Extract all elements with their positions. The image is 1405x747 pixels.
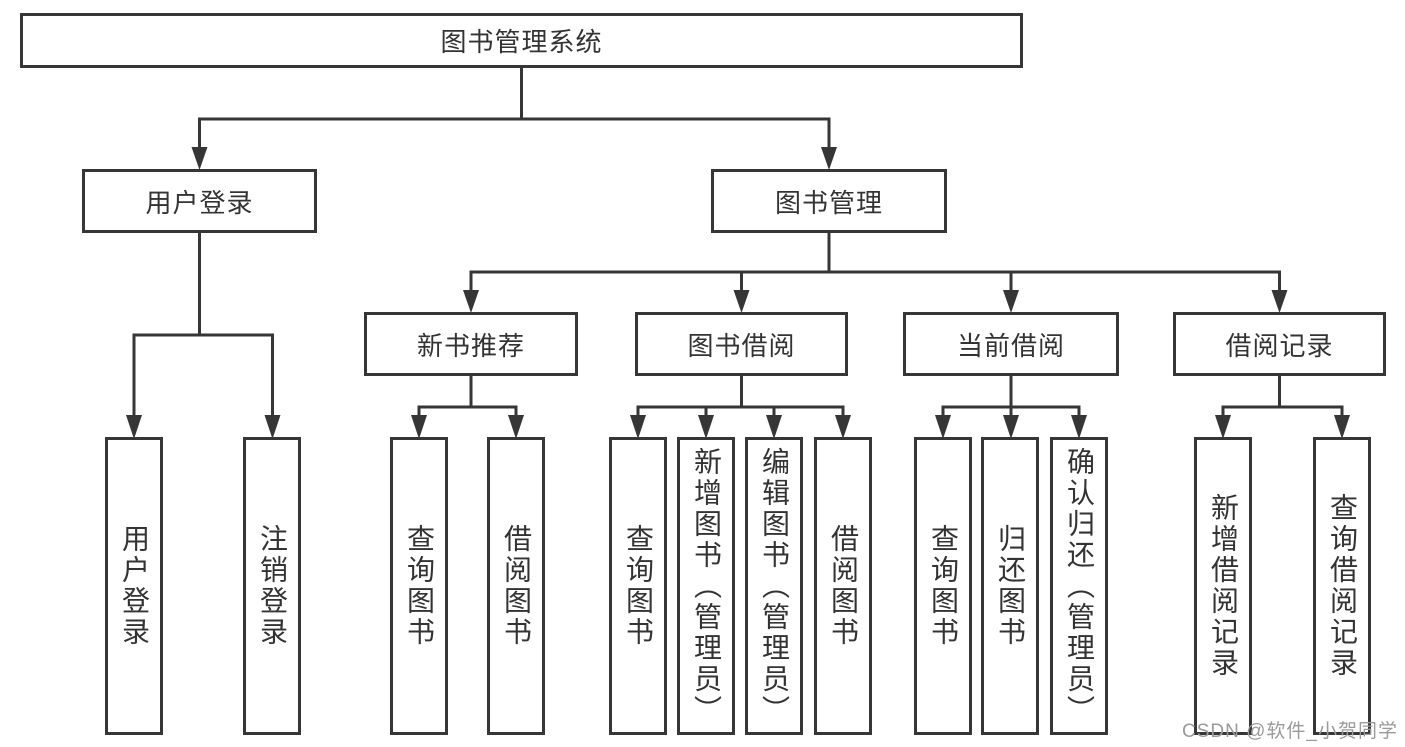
arrowhead-bookmgmt-node bbox=[821, 147, 837, 170]
leaf-user-login: 用户登录 bbox=[105, 437, 163, 735]
arrowhead-level2-records bbox=[1271, 290, 1288, 313]
arrowhead-leaf-borrow-newrec bbox=[508, 415, 524, 439]
leaf-query-borrow-record: 查询借阅记录 bbox=[1313, 437, 1371, 735]
arrowhead-leaf-query-current bbox=[935, 415, 951, 439]
arrowhead-leaf-confirm-return bbox=[1071, 415, 1087, 439]
arrowhead-leaf-return-book bbox=[1003, 415, 1019, 439]
node-current-borrowing: 当前借阅 bbox=[903, 312, 1119, 376]
leaf-add-book-admin: 新增图书（管理员） bbox=[677, 437, 735, 735]
connector-records-to-leaves bbox=[1221, 376, 1344, 418]
node-label: 图书管理系统 bbox=[440, 27, 603, 57]
node-label: 图书借阅 bbox=[687, 330, 796, 361]
connector-current-to-leaves bbox=[941, 376, 1081, 418]
leaf-borrow-book-borrowing: 借阅图书 bbox=[814, 437, 872, 735]
arrowhead-leaf-borrow-book bbox=[835, 415, 851, 439]
node-label: 借阅记录 bbox=[1225, 330, 1334, 361]
leaf-edit-book-admin: 编辑图书（管理员） bbox=[745, 437, 803, 735]
connector-userlogin-to-leaves bbox=[132, 233, 274, 418]
node-label: 新书推荐 bbox=[416, 330, 525, 361]
leaf-label: 查询图书 bbox=[623, 524, 654, 648]
leaf-label: 注销登录 bbox=[257, 524, 288, 648]
node-new-book-recommend: 新书推荐 bbox=[364, 312, 578, 376]
node-root-library-system: 图书管理系统 bbox=[20, 13, 1023, 68]
node-label: 用户登录 bbox=[145, 187, 254, 218]
arrowhead-leaf-add-book bbox=[698, 415, 714, 439]
leaf-label: 查询图书 bbox=[928, 524, 959, 648]
arrowhead-userlogin-node bbox=[191, 147, 208, 170]
leaf-label: 借阅图书 bbox=[828, 524, 859, 648]
leaf-label: 归还图书 bbox=[995, 524, 1026, 648]
leaf-label: 确认归还（管理员） bbox=[1064, 446, 1095, 726]
arrowhead-leaf-query-newrec bbox=[411, 415, 427, 439]
arrowhead-level2-borrowing bbox=[733, 290, 750, 313]
connector-bookmgmt-to-level2 bbox=[469, 233, 1281, 292]
arrowhead-level2-newbook bbox=[463, 290, 479, 313]
leaf-label: 新增借阅记录 bbox=[1208, 493, 1239, 679]
leaf-label: 查询借阅记录 bbox=[1327, 493, 1358, 679]
arrowhead-level2-current bbox=[1003, 290, 1019, 313]
csdn-watermark: CSDN @软件_小贺同学 bbox=[1182, 721, 1398, 742]
node-book-management: 图书管理 bbox=[711, 169, 947, 233]
node-borrowing-records: 借阅记录 bbox=[1173, 312, 1386, 376]
node-label: 当前借阅 bbox=[956, 330, 1065, 361]
arrowhead-leaf-logout bbox=[264, 415, 281, 439]
leaf-query-book-current: 查询图书 bbox=[914, 437, 972, 735]
leaf-query-book-newrec: 查询图书 bbox=[390, 437, 448, 735]
leaf-label: 新增图书（管理员） bbox=[691, 446, 722, 726]
arrowhead-leaf-query-record bbox=[1334, 415, 1350, 439]
node-book-borrowing: 图书借阅 bbox=[635, 312, 848, 376]
leaf-label: 借阅图书 bbox=[501, 524, 532, 648]
leaf-return-book: 归还图书 bbox=[981, 437, 1039, 735]
connector-newbook-to-leaves bbox=[417, 376, 518, 418]
arrowhead-leaf-query-borrowing bbox=[630, 415, 646, 439]
arrowhead-leaf-userlogin bbox=[126, 415, 142, 439]
leaf-confirm-return-admin: 确认归还（管理员） bbox=[1050, 437, 1108, 735]
leaf-label: 编辑图书（管理员） bbox=[759, 446, 790, 726]
connector-root-to-level1 bbox=[198, 68, 831, 150]
leaf-label: 用户登录 bbox=[119, 524, 150, 648]
arrowhead-leaf-edit-book bbox=[766, 415, 782, 439]
connector-borrowing-to-leaves bbox=[636, 376, 845, 418]
leaf-add-borrow-record: 新增借阅记录 bbox=[1194, 437, 1252, 735]
leaf-query-book-borrowing: 查询图书 bbox=[609, 437, 667, 735]
arrowhead-leaf-add-record bbox=[1215, 415, 1231, 439]
leaf-borrow-book-newrec: 借阅图书 bbox=[487, 437, 545, 735]
leaf-logout: 注销登录 bbox=[243, 437, 301, 735]
leaf-label: 查询图书 bbox=[404, 524, 435, 648]
node-label: 图书管理 bbox=[774, 187, 883, 218]
node-user-login: 用户登录 bbox=[82, 169, 317, 233]
